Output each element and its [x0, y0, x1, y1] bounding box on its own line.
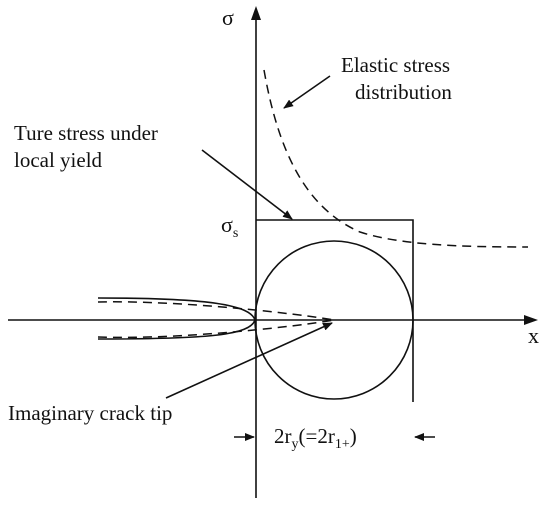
- true-stress-callout-arrow: [201, 149, 293, 220]
- sigma-axis-arrow: [251, 6, 261, 20]
- imaginary-crack-tip-label: Imaginary crack tip: [8, 401, 172, 425]
- real-crack-profile: [97, 297, 256, 340]
- plastic-zone-dimension-label: 2ry(=2r1+): [274, 424, 357, 452]
- elastic-callout-arrow: [283, 75, 331, 109]
- sigma-axis-label: σ: [222, 5, 234, 30]
- elastic-stress-curve: [263, 69, 529, 248]
- elastic-label-line1: Elastic stress: [341, 53, 450, 77]
- sigma-s-label: σs: [221, 212, 238, 241]
- x-axis-arrow: [524, 315, 538, 325]
- true-stress-line: [256, 219, 414, 402]
- imaginary-crack-lower: [97, 319, 335, 339]
- x-axis-label: x: [528, 323, 539, 348]
- imaginary-crack-upper: [97, 301, 335, 321]
- true-stress-label-line1: Ture stress under: [14, 121, 158, 145]
- true-stress-label-line2: local yield: [14, 148, 103, 172]
- imaginary-tip-callout-arrow: [165, 322, 333, 399]
- elastic-label-line2: distribution: [355, 80, 452, 104]
